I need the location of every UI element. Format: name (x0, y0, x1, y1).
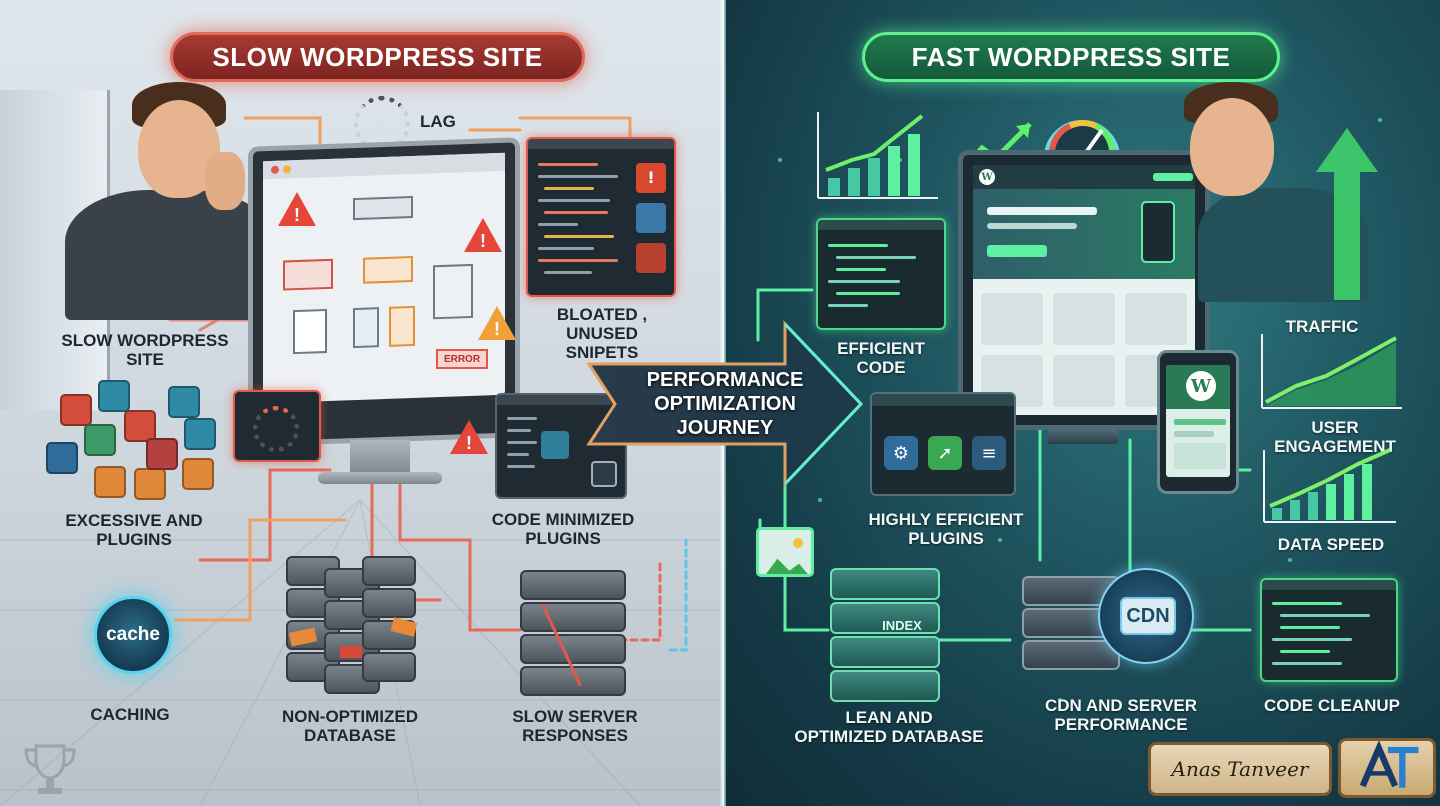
monitor-stand (350, 440, 410, 474)
gear-icon: ⚙ (884, 436, 918, 470)
plugin-icon (168, 386, 200, 418)
cache-orb: cache (94, 596, 172, 674)
wordpress-icon: W (979, 169, 995, 185)
journey-arrow (586, 320, 864, 488)
gear-icon (636, 243, 666, 273)
plugin-icon (94, 466, 126, 498)
plugin-icon (541, 431, 569, 459)
frustrated-person (50, 82, 280, 322)
slow-site-title: SLOW WORDPRESS SITE (170, 32, 585, 82)
plugin-icon (182, 458, 214, 490)
excessive-plugins-label: EXCESSIVE AND PLUGINS (65, 511, 203, 549)
signature-plaque: Anas Tanveer (1148, 742, 1332, 796)
journey-label: PERFORMANCE OPTIMIZATION JOURNEY (646, 369, 804, 439)
plugin-icon (98, 380, 130, 412)
rocket-icon: ➚ (928, 436, 962, 470)
code-cleanup-label: CODE CLEANUP (1263, 696, 1400, 715)
efficient-code-label: EFFICIENT CODE (837, 339, 925, 377)
monitor-base (318, 472, 442, 484)
author-logo-mark (1359, 741, 1419, 788)
efficient-plugins-panel: ⚙ ➚ ≡ (870, 392, 1016, 496)
non-optimized-database-label: NON-OPTIMIZED DATABASE (282, 707, 418, 745)
plugin-icon (124, 410, 156, 442)
code-cleanup-window (1260, 578, 1398, 682)
trophy-icon (24, 744, 76, 794)
engagement-chart (1263, 448, 1396, 523)
cdn-tag: CDN (1120, 597, 1176, 635)
user-engagement-label: USER ENGAGEMENT (1274, 418, 1396, 456)
error-tag: ERROR (436, 349, 488, 369)
index-tag: INDEX (882, 618, 922, 633)
plugin-icon (184, 418, 216, 450)
close-icon (591, 461, 617, 487)
lean-database-label: LEAN AND OPTIMIZED DATABASE (794, 708, 984, 746)
code-minimized-window (495, 393, 627, 499)
author-logo (1338, 738, 1436, 798)
lag-label: LAG (420, 112, 456, 131)
growth-chart (817, 112, 938, 199)
bloated-snippets-label: BLOATED , UNUSED SNIPETS (556, 305, 648, 362)
database-icon (636, 203, 666, 233)
traffic-label: TRAFFIC (1285, 317, 1359, 336)
caching-label: CACHING (90, 705, 170, 724)
phone-icon (1141, 201, 1175, 263)
fast-site-title: FAST WORDPRESS SITE (862, 32, 1280, 82)
plugin-icon (146, 438, 178, 470)
spinner-icon (253, 406, 299, 452)
up-arrow-icon (1316, 128, 1378, 300)
data-speed-label: DATA SPEED (1277, 535, 1385, 554)
efficient-code-window (816, 218, 946, 330)
warning-icon: ! (636, 163, 666, 193)
slow-site-person-label: SLOW WORDPRESS SITE (61, 331, 229, 369)
plugin-icon (84, 424, 116, 456)
wordpress-icon: W (1186, 371, 1216, 401)
database-icon: ≡ (972, 436, 1006, 470)
loading-window (233, 390, 321, 462)
image-icon (756, 527, 814, 577)
code-minimized-label: CODE MINIMIZED PLUGINS (491, 510, 635, 548)
plugin-icon (60, 394, 92, 426)
mobile-phone: W (1157, 350, 1239, 494)
plugin-icon (134, 468, 166, 500)
bloated-code-window: ! (526, 137, 676, 297)
plugin-icon (46, 442, 78, 474)
cdn-server-label: CDN AND SERVER PERFORMANCE (1044, 696, 1198, 734)
monitor-stand (1048, 430, 1118, 444)
traffic-chart (1261, 334, 1402, 409)
efficient-plugins-label: HIGHLY EFFICIENT PLUGINS (868, 510, 1024, 548)
slow-server-label: SLOW SERVER RESPONSES (512, 707, 638, 745)
